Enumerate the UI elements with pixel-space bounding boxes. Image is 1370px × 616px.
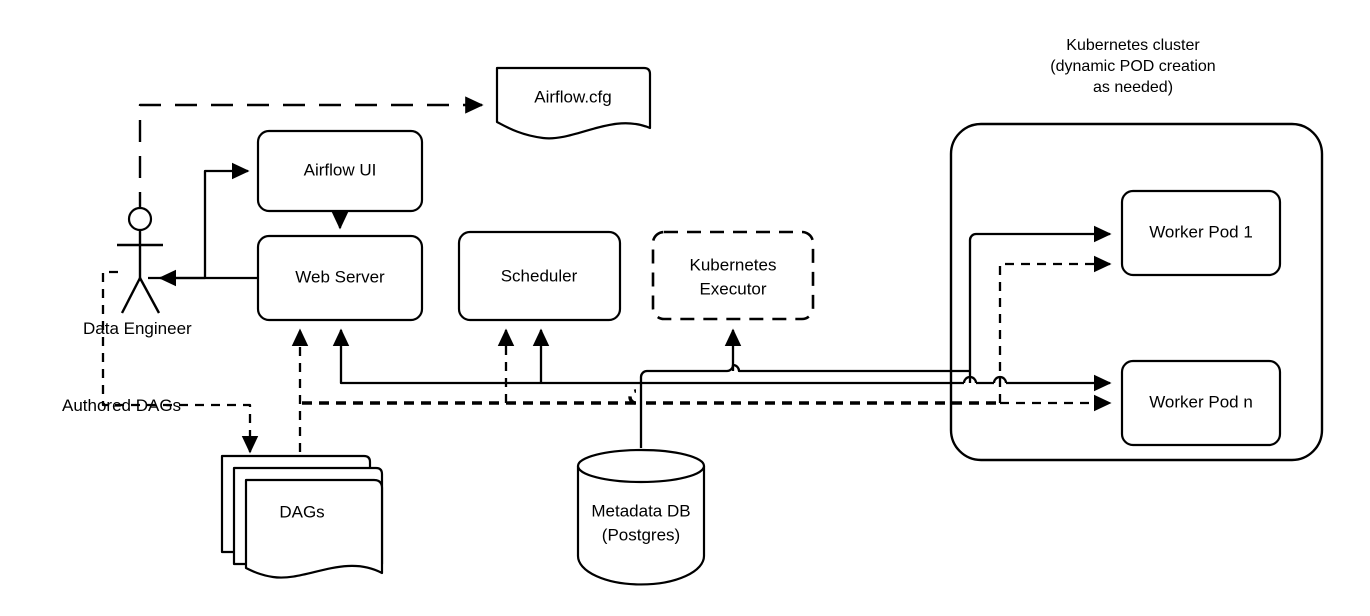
node-dags[interactable]: DAGs <box>220 454 384 579</box>
kubernetes-cluster-group: Kubernetes cluster (dynamic POD creation… <box>949 37 1324 462</box>
edge-dags-trunk-hop <box>628 389 637 405</box>
edge-authored-dags <box>101 270 259 454</box>
kubernetes-executor-box <box>651 230 815 321</box>
metadata-db-body <box>576 464 706 586</box>
edge-actor-to-airflow-cfg <box>138 96 484 214</box>
node-worker-pod-1[interactable]: Worker Pod 1 <box>1120 189 1282 277</box>
airflow-cfg-document-shape <box>495 66 652 140</box>
kubernetes-executor-label-line1: Kubernetes <box>690 255 777 274</box>
kubernetes-cluster-boundary <box>949 122 1324 462</box>
edge-actor-to-airflow-ui <box>148 162 250 280</box>
node-data-engineer-actor[interactable]: Data Engineer <box>83 206 192 338</box>
worker-pod-n-box <box>1120 359 1282 447</box>
airflow-ui-label: Airflow UI <box>304 160 377 179</box>
edge-db-to-executor-hop <box>726 363 970 373</box>
node-airflow-ui[interactable]: Airflow UI <box>256 129 424 213</box>
node-web-server[interactable]: Web Server <box>256 234 424 322</box>
kubernetes-executor-label-line2: Executor <box>699 279 766 298</box>
edge-db-trunk-hop-2 <box>992 375 1008 384</box>
kubernetes-cluster-title-line3: as needed) <box>1093 79 1173 96</box>
actor-head <box>127 206 153 232</box>
worker-pod-1-label: Worker Pod 1 <box>1149 222 1253 241</box>
dags-label: DAGs <box>279 502 324 521</box>
web-server-box <box>256 234 424 322</box>
edge-db-to-worker-pod-1 <box>968 225 1112 383</box>
metadata-db-top <box>576 448 706 484</box>
actor-leg-left <box>120 277 142 314</box>
worker-pod-1-box <box>1120 189 1282 277</box>
web-server-label: Web Server <box>295 267 385 286</box>
edge-dags-to-worker-pod-1 <box>998 255 1112 403</box>
worker-pod-n-label: Worker Pod n <box>1149 392 1253 411</box>
kubernetes-cluster-title-line1: Kubernetes cluster <box>1066 37 1200 54</box>
node-scheduler[interactable]: Scheduler <box>457 230 622 322</box>
edge-db-to-web-server <box>332 328 352 385</box>
airflow-ui-box <box>256 129 424 213</box>
edge-db-trunk-left <box>352 381 643 448</box>
node-kubernetes-executor[interactable]: Kubernetes Executor <box>651 230 815 321</box>
scheduler-box <box>457 230 622 322</box>
edge-db-to-executor-seg1 <box>639 369 727 383</box>
actor-leg-right <box>138 277 161 314</box>
actor-label: Data Engineer <box>83 319 192 338</box>
kubernetes-cluster-title-line2: (dynamic POD creation <box>1050 58 1215 75</box>
scheduler-label: Scheduler <box>501 266 578 285</box>
metadata-db-label-line2: (Postgres) <box>602 525 680 544</box>
edge-label-authored-dags: Authored DAGs <box>62 396 181 415</box>
airflow-cfg-label: Airflow.cfg <box>534 87 611 106</box>
metadata-db-label-line1: Metadata DB <box>591 501 690 520</box>
dags-document-front <box>244 478 384 579</box>
node-metadata-db[interactable]: Metadata DB (Postgres) <box>576 448 706 586</box>
node-airflow-cfg[interactable]: Airflow.cfg <box>495 66 652 140</box>
node-worker-pod-n[interactable]: Worker Pod n <box>1120 359 1282 447</box>
